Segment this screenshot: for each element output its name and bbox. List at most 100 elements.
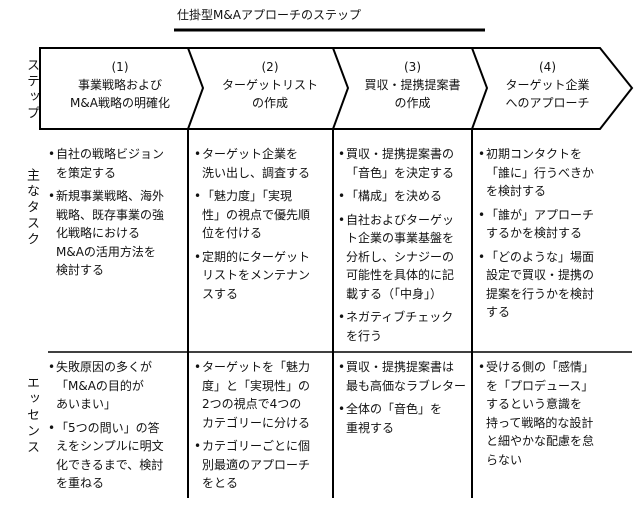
bullet-item: •受ける側の「感情」を「プロデュース」するという意識を持って戦略的な設計と細やか…: [478, 358, 594, 469]
bullet-item: •「構成」を決める: [338, 187, 454, 206]
bullet-icon: •: [194, 360, 202, 374]
bullet-text: する: [486, 305, 511, 319]
chevron-divider-3: [471, 47, 489, 130]
bullet-text: 位を付ける: [202, 226, 263, 240]
bullet-item: •カテゴリーごとに個別最適のアプローチをとる: [194, 437, 310, 493]
bullet-item: •「5つの問い」の答えをシンプルに明文化できるまで、検討を重ねる: [48, 419, 164, 493]
bullet-icon: •: [478, 249, 486, 264]
bullet-item: •ターゲット企業を洗い出し、調査する: [194, 145, 310, 182]
bullet-text: 検討する: [56, 263, 105, 277]
bullet-icon: •: [478, 147, 486, 161]
chevron-divider-1: [187, 47, 205, 130]
bullet-text: 自社の戦略ビジョン: [56, 147, 165, 161]
bullet-item: •全体の「音色」を重視する: [338, 400, 466, 437]
bullet-text: 載する（「中身」）: [346, 286, 443, 301]
bullet-icon: •: [194, 189, 202, 203]
bullet-text: 最も高価なラブレター: [346, 378, 467, 393]
bullet-icon: •: [48, 147, 56, 161]
bullet-text: 2つの視点で4つの: [202, 397, 302, 411]
bullet-text: を行う: [346, 328, 383, 343]
bullet-icon: •: [194, 439, 202, 453]
bullet-text: 可能性を具体的に記: [346, 268, 455, 282]
bullet-text: 提案を行うかを検討: [486, 286, 595, 301]
bullet-text: 重視する: [346, 420, 395, 435]
chevron-divider-2: [332, 47, 350, 130]
step-label-line: 事業戦略および: [77, 78, 162, 92]
bullet-item: •ネガティブチェックを行う: [338, 308, 454, 345]
bullet-icon: •: [478, 360, 486, 374]
bullet-text: 「5つの問い」の答: [56, 420, 160, 435]
bullet-text: 化できるまで、検討: [56, 457, 164, 472]
bullet-item: •失敗原因の多くが「M&Aの目的があいまい」: [48, 358, 164, 414]
bullet-text: らない: [486, 452, 523, 467]
bullet-icon: •: [194, 249, 202, 264]
bullet-text: するという意識を: [486, 397, 583, 411]
bullet-item: •初期コンタクトを「誰に」行うべきかを検討する: [478, 145, 594, 201]
step-number: (1): [111, 60, 129, 74]
bullet-text: 「誰が」アプローチ: [486, 207, 595, 222]
bullet-text: ターゲット企業を: [202, 147, 299, 161]
bullet-text: 性」の視点で優先順: [202, 207, 311, 222]
bullet-text: 買収・提携提案書の: [346, 147, 455, 161]
bullet-text: 「M&Aの目的が: [56, 378, 144, 393]
step-number: (4): [539, 60, 556, 74]
bullet-text: カテゴリーに分ける: [202, 415, 311, 430]
bullet-text: をとる: [202, 476, 239, 490]
bullet-item: •自社およびターゲット企業の事業基盤を分析し、シナジーの可能性を具体的に記載する…: [338, 211, 454, 304]
step-2: (2)ターゲットリストの作成: [195, 58, 345, 112]
step-3: (3)買収・提携提案書の作成: [340, 58, 485, 112]
task-cell-2: •ターゲット企業を洗い出し、調査する•「魅力度」「実現性」の視点で優先順位を付け…: [194, 145, 310, 308]
bullet-text: 全体の「音色」を: [346, 402, 443, 416]
bullet-icon: •: [48, 189, 56, 203]
bullet-text: を「プロデュース」: [486, 378, 594, 393]
bullet-text: 新規事業戦略、海外: [56, 189, 165, 203]
bullet-text: するかを検討する: [486, 226, 583, 240]
bullet-text: を重ねる: [56, 476, 105, 490]
row-label-essence: エッセンス: [24, 376, 39, 456]
bullet-text: ネガティブチェック: [346, 310, 454, 324]
step-label-line: の作成: [394, 96, 431, 110]
bullet-icon: •: [338, 212, 346, 227]
essence-cell-3: •買収・提携提案書は最も高価なラブレター •全体の「音色」を重視する: [338, 358, 466, 442]
step-number: (2): [261, 60, 279, 74]
bullet-icon: •: [338, 189, 346, 203]
bullet-icon: •: [48, 360, 56, 374]
bullet-icon: •: [478, 207, 486, 222]
essence-cell-1: •失敗原因の多くが「M&Aの目的があいまい」•「5つの問い」の答えをシンプルに明…: [48, 358, 164, 498]
bullet-text: を策定する: [56, 165, 117, 180]
bullet-item: •買収・提携提案書は最も高価なラブレター: [338, 358, 466, 395]
bullet-text: スする: [202, 286, 239, 301]
bullet-icon: •: [338, 402, 346, 416]
bullet-text: 別最適のアプローチ: [202, 457, 311, 472]
bullet-icon: •: [338, 310, 346, 324]
step-label-line: ターゲット企業: [505, 78, 590, 92]
bullet-text: 洗い出し、調査する: [202, 165, 311, 180]
bullet-icon: •: [48, 420, 56, 435]
bullet-text: リストをメンテナン: [202, 268, 311, 282]
step-4: (4)ターゲット企業へのアプローチ: [480, 58, 615, 112]
bullet-item: •買収・提携提案書の「音色」を決定する: [338, 145, 454, 182]
step-label-line: の作成: [251, 96, 288, 110]
bullet-text: 持って戦略的な設計: [486, 415, 594, 430]
bullet-text: 受ける側の「感情」: [486, 360, 595, 374]
bullet-text: 「音色」を決定する: [346, 165, 455, 180]
bullet-item: •自社の戦略ビジョンを策定する: [48, 145, 164, 182]
chevron-outline: [39, 47, 634, 130]
bullet-text: 定期的にターゲット: [202, 249, 311, 264]
bullet-text: 「魅力度」「実現: [202, 189, 293, 203]
bullet-text: 初期コンタクトを: [486, 147, 583, 161]
diagram-title: 仕掛型M&Aアプローチのステップ: [177, 8, 361, 22]
bullet-text: M&Aの活用方法を: [56, 244, 156, 259]
bullet-item: •「魅力度」「実現性」の視点で優先順位を付ける: [194, 187, 310, 243]
bullet-text: と細やかな配慮を怠: [486, 434, 595, 448]
bullet-text: 失敗原因の多くが: [56, 360, 153, 374]
bullet-icon: •: [338, 147, 346, 161]
task-cell-4: •初期コンタクトを「誰に」行うべきかを検討する•「誰が」アプローチするかを検討す…: [478, 145, 594, 327]
bullet-text: 自社およびターゲッ: [346, 212, 455, 227]
bullet-text: 設定で買収・提携の: [486, 268, 595, 282]
